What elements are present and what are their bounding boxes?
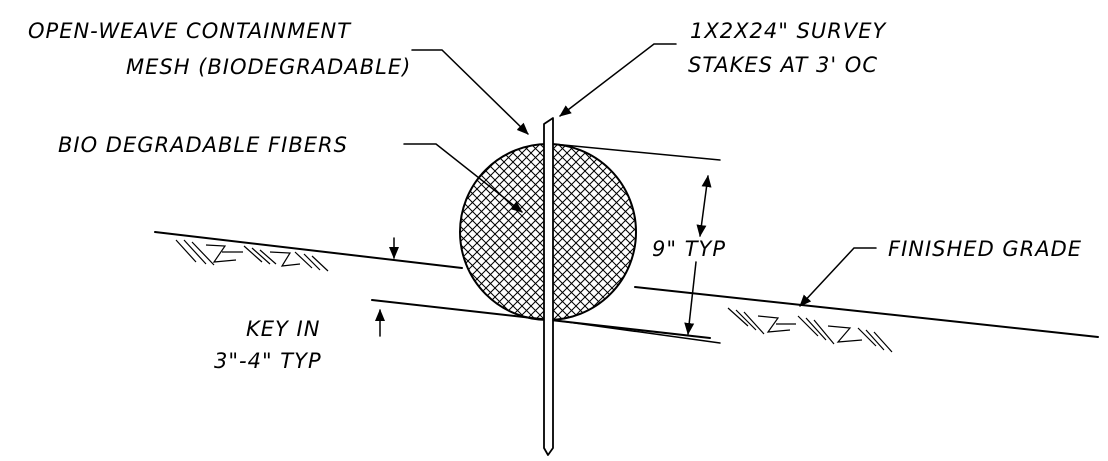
key-in-label-line1: KEY IN: [246, 317, 320, 341]
grade-leader: [799, 247, 877, 307]
grade-label: FINISHED GRADE: [888, 237, 1082, 261]
stakes-leader: [559, 43, 677, 117]
mesh-label-line2: MESH (BIODEGRADABLE): [126, 55, 411, 79]
fibers-label: BIO DEGRADABLE FIBERS: [58, 133, 348, 157]
key-in-dimension: [375, 237, 399, 337]
key-in-label-line2: 3"-4" TYP: [214, 349, 322, 373]
stakes-label-line1: 1X2X24" SURVEY: [690, 19, 887, 43]
earth-hatch-left: [175, 239, 329, 272]
mesh-label-line1: OPEN-WEAVE CONTAINMENT: [28, 19, 352, 43]
diameter-dimension: [552, 143, 721, 344]
finished-grade-line: [154, 231, 1099, 338]
survey-stake: [543, 117, 554, 456]
stakes-label-line2: STAKES AT 3' OC: [688, 53, 878, 77]
earth-hatch-right: [727, 307, 893, 353]
diameter-label: 9" TYP: [652, 237, 726, 261]
mesh-leader: [411, 49, 529, 135]
fibers-leader: [403, 143, 523, 213]
